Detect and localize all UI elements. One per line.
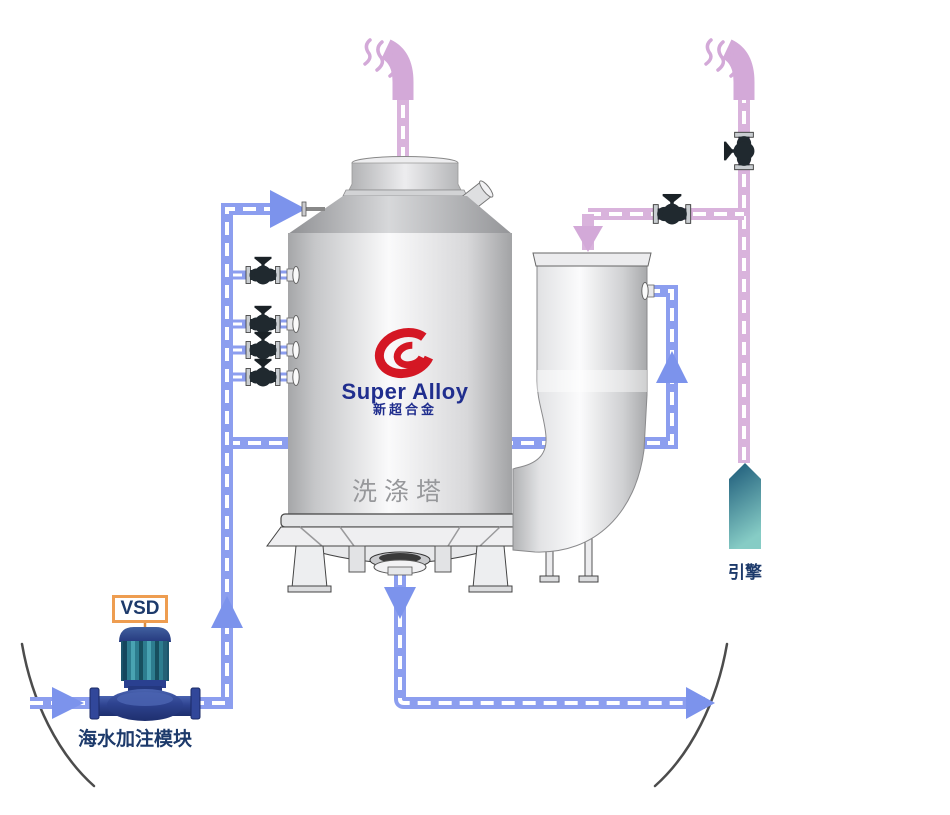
flow-arrow-right-icon [686, 687, 715, 719]
spray-valve-icon [245, 331, 281, 360]
brand-logo-icon [374, 327, 436, 379]
spray-valve-icon [245, 305, 281, 334]
flow-arrow-right-icon [52, 687, 84, 719]
exhaust-elbow-icon [380, 39, 414, 100]
engine-label: 引擎 [728, 563, 762, 582]
spray-valve-icon [245, 256, 281, 285]
flow-arrow-down-icon [573, 226, 603, 252]
flow-arrow-down-icon [384, 587, 416, 619]
spray-nozzles [286, 201, 655, 386]
vsd-box: VSD [112, 595, 168, 623]
steam-icon [363, 38, 398, 78]
brand-name-cn: 新超合金 [372, 402, 437, 417]
gooseneck-vessel [512, 252, 652, 583]
flow-arrow-up-icon [656, 351, 688, 383]
exhaust-elbow-icon [721, 39, 755, 100]
scrubber-tower-label: 洗涤塔 [351, 478, 448, 506]
seawater-drain-line [384, 572, 715, 719]
spray-valve-icon [245, 358, 281, 387]
seawater-pump-icon [89, 620, 201, 721]
seawater-module-label: 海水加注模块 [78, 729, 193, 750]
brand-name-en: Super Alloy [341, 379, 469, 404]
flow-arrow-right-icon [270, 190, 306, 228]
flow-arrow-up-icon [211, 596, 243, 628]
steam-icon [704, 38, 739, 78]
engine-icon [729, 463, 761, 549]
hull-arc-right [653, 642, 729, 788]
hull-arc-left [20, 642, 96, 788]
